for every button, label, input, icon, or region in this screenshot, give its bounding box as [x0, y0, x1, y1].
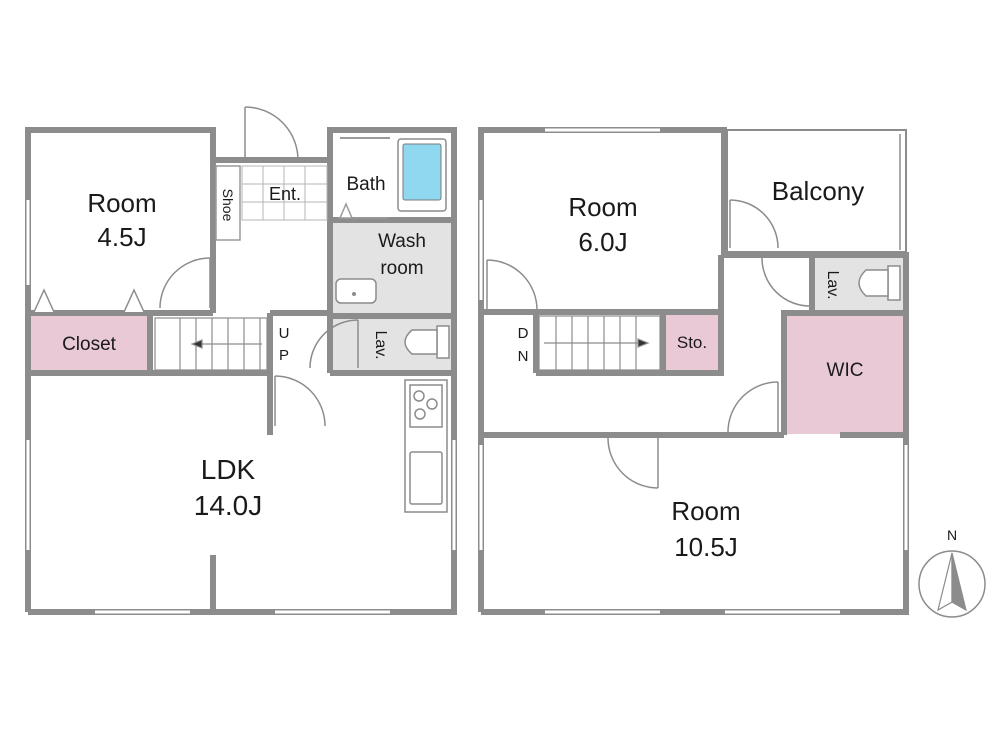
dn-label-1: D	[518, 325, 529, 342]
balcony-label: Balcony	[772, 176, 865, 206]
storage-fill	[666, 315, 718, 370]
room-10-5-size: 10.5J	[674, 532, 738, 562]
floor-1: Room 4.5J Shoe Ent. Bath Wash room Close…	[25, 106, 457, 615]
wash-label-2: room	[380, 258, 423, 279]
room-10-5-label: Room	[671, 496, 740, 526]
doors-2	[486, 199, 811, 489]
wash-label-1: Wash	[378, 231, 426, 252]
kitchen-counter	[404, 379, 448, 513]
wic-label: WIC	[827, 360, 864, 381]
up-label-2: P	[279, 347, 289, 364]
north-arrow-icon: N	[918, 527, 986, 618]
north-label: N	[947, 527, 957, 543]
dn-label-2: N	[518, 348, 529, 365]
up-label-1: U	[279, 325, 290, 342]
storage-label: Sto.	[677, 333, 707, 352]
bath-label: Bath	[346, 174, 385, 195]
windows-1	[26, 200, 456, 614]
shoe-cabinet	[215, 165, 241, 241]
toilet-2	[858, 265, 901, 301]
entrance-tile	[241, 165, 328, 221]
doors-1	[159, 106, 359, 427]
stairs-1	[154, 317, 268, 371]
wic-fill	[787, 316, 903, 434]
windows-2	[479, 128, 908, 614]
lav-label-2: Lav.	[824, 270, 841, 299]
bathtub-water	[402, 143, 442, 201]
closet-fill	[31, 316, 149, 370]
closet-label: Closet	[62, 334, 117, 355]
entrance-label: Ent.	[269, 184, 301, 204]
wash-basin	[335, 278, 377, 304]
lav-label-1: Lav.	[372, 330, 389, 359]
room-6-0-size: 6.0J	[578, 227, 627, 257]
ldk-label: LDK	[201, 454, 256, 485]
stairs-2	[538, 315, 661, 371]
shoe-label: Shoe	[220, 189, 236, 222]
room-4-5-size: 4.5J	[97, 222, 146, 252]
toilet-1	[404, 325, 450, 359]
room-6-0-label: Room	[568, 192, 637, 222]
balcony	[726, 129, 907, 253]
room-4-5-label: Room	[87, 188, 156, 218]
floor-2: Room 6.0J Balcony Lav. D N Sto. WIC Room…	[478, 127, 909, 615]
ldk-size: 14.0J	[194, 490, 263, 521]
